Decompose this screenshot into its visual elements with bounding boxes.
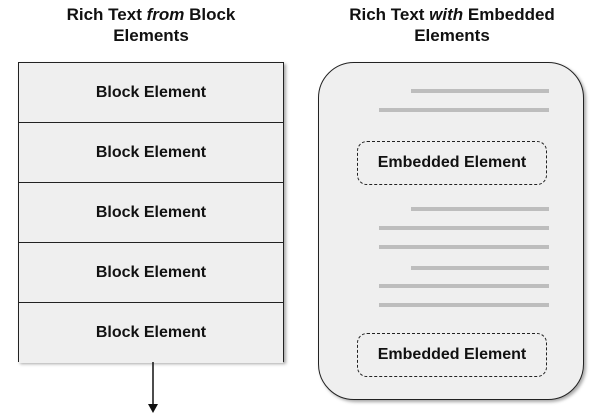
block-element: Block Element <box>19 63 283 123</box>
text-line <box>411 207 549 211</box>
right-title-suffix: Embedded <box>463 5 555 24</box>
left-title-emphasis: from <box>146 5 185 24</box>
block-element: Block Element <box>19 303 283 363</box>
block-stack: Block Element Block Element Block Elemen… <box>18 62 284 363</box>
right-title-line2: Elements <box>414 26 490 45</box>
text-line <box>379 226 549 230</box>
text-line <box>379 108 549 112</box>
left-title-line2: Elements <box>113 26 189 45</box>
left-title-suffix: Block <box>184 5 236 24</box>
text-line <box>379 303 549 307</box>
text-line <box>411 89 549 93</box>
right-title: Rich Text with Embedded Elements <box>320 4 584 46</box>
right-title-prefix: Rich Text <box>349 5 430 24</box>
block-element: Block Element <box>19 183 283 243</box>
continuation-arrow-icon <box>148 362 158 413</box>
text-line <box>379 284 549 288</box>
text-line <box>411 266 549 270</box>
rich-text-document: Embedded Element Embedded Element <box>318 62 584 400</box>
embedded-element: Embedded Element <box>357 141 547 185</box>
block-element: Block Element <box>19 243 283 303</box>
left-title: Rich Text from Block Elements <box>18 4 284 46</box>
block-element: Block Element <box>19 123 283 183</box>
left-title-prefix: Rich Text <box>66 5 147 24</box>
right-title-emphasis: with <box>429 5 464 24</box>
text-line <box>379 245 549 249</box>
embedded-element: Embedded Element <box>357 333 547 377</box>
